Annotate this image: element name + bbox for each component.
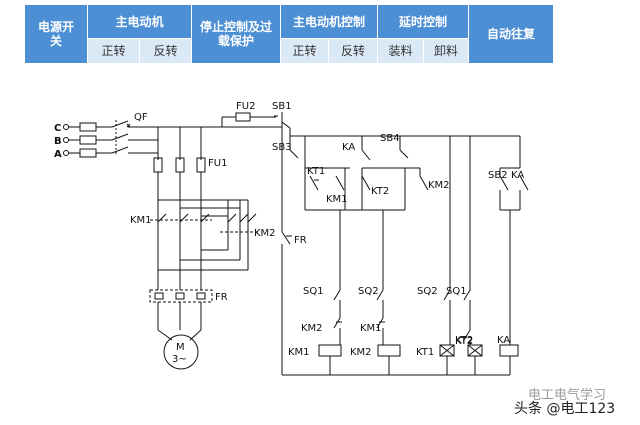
- km1-int-label: KM1: [360, 323, 382, 334]
- sb2-button: [499, 175, 509, 191]
- kt2-label: KT2: [371, 186, 389, 197]
- header-main-motor-control: 主电动机控制: [281, 5, 377, 38]
- header-forward: 正转: [88, 39, 139, 63]
- fr-label: FR: [294, 235, 307, 246]
- watermark-line2: 头条 @电工123: [514, 401, 616, 417]
- forward-label: 正转: [101, 44, 126, 58]
- input-fuse-b: [79, 135, 97, 145]
- sq1-b-label: SQ1: [446, 286, 467, 297]
- sb1-stop-button: [274, 112, 291, 129]
- header-auto-reciprocate: 自动往复: [469, 5, 553, 63]
- header-delay-control: 延时控制: [378, 5, 468, 38]
- header-unloading: 卸料: [424, 39, 468, 63]
- km2-main-contacts: [158, 200, 258, 271]
- kt2-coil-label: KT2: [455, 335, 473, 346]
- motor-m: [163, 334, 199, 370]
- header-reverse: 反转: [140, 39, 191, 63]
- motor-phase-label: 3~: [172, 354, 187, 365]
- kt1-contact: [309, 175, 319, 191]
- km2-coil: [377, 344, 401, 357]
- terminal-a: [63, 150, 69, 156]
- sb3-label: SB3: [272, 142, 292, 153]
- header-power-switch: 电源开关: [25, 5, 87, 63]
- sq2-b-contact: [443, 289, 451, 301]
- phase-c-label: C: [54, 123, 61, 134]
- km1-coil: [318, 344, 342, 357]
- reverse-label: 反转: [153, 44, 178, 58]
- stop-protect-label: 停止控制及过载保护: [200, 20, 273, 48]
- unloading-label: 卸料: [433, 44, 458, 58]
- km2-aux-contact: [419, 175, 429, 191]
- power-input: C B A QF: [54, 112, 282, 160]
- sq2-a-contact: [376, 289, 384, 301]
- km2-interlock: [333, 317, 342, 329]
- loading-label: 装料: [388, 44, 413, 58]
- sq1-a-label: SQ1: [303, 286, 324, 297]
- phase-a-label: A: [54, 149, 62, 160]
- main-motor-control-label: 主电动机控制: [292, 14, 365, 29]
- kt1-label: KT1: [307, 166, 325, 177]
- watermark-line1: 电工电气学习: [528, 388, 607, 403]
- phase-b-label: B: [54, 136, 62, 147]
- km2-main-label: KM2: [254, 228, 276, 239]
- ctrl-forward-label: 正转: [292, 44, 317, 58]
- input-fuse-a: [79, 148, 97, 158]
- auto-reciprocate-label: 自动往复: [487, 27, 536, 41]
- kt1-coil-label: KT1: [416, 347, 434, 358]
- fr-nc-contact: [281, 231, 292, 245]
- fu2-fuse: [235, 112, 251, 122]
- header-ctrl-forward: 正转: [281, 39, 328, 63]
- header-loading: 装料: [378, 39, 423, 63]
- terminal-b: [63, 137, 69, 143]
- fu2-label: FU2: [236, 101, 255, 112]
- ka-label: KA: [342, 142, 355, 153]
- main-motor-label: 主电动机: [115, 14, 164, 29]
- input-fuse-c: [79, 122, 97, 132]
- kt2-cont-label: KT2: [455, 336, 473, 347]
- km1-main-contacts: [150, 213, 212, 223]
- ka-self-contact: [519, 175, 529, 191]
- km1-coil-label: KM1: [288, 347, 310, 358]
- ka-contact: [361, 136, 371, 161]
- sb4-label: SB4: [380, 133, 400, 144]
- terminal-c: [63, 124, 69, 130]
- sb3-button: [289, 136, 299, 159]
- sb2-label: SB2: [488, 170, 508, 181]
- qf-breaker: [111, 120, 140, 155]
- motor-label: M: [176, 342, 185, 353]
- delay-control-label: 延时控制: [398, 14, 447, 29]
- header-stop-protect: 停止控制及过载保护: [192, 5, 280, 63]
- sb4-button: [399, 136, 409, 159]
- kt2-contact: [361, 175, 371, 191]
- sq1-a-contact: [333, 289, 341, 301]
- sq2-a-label: SQ2: [358, 286, 379, 297]
- sb1-label: SB1: [272, 101, 292, 112]
- power-switch-label: 电源开关: [38, 20, 75, 48]
- fr-relay-label: FR: [215, 292, 228, 303]
- fu1-fuses: [153, 157, 206, 173]
- km2-int-label: KM2: [301, 323, 323, 334]
- sq1-b-contact: [463, 289, 471, 301]
- fu1-label: FU1: [208, 158, 227, 169]
- km1-main-label: KM1: [130, 215, 152, 226]
- km1-aux-contact: [335, 175, 345, 191]
- ctrl-reverse-label: 反转: [340, 44, 365, 58]
- ka-coil: [499, 344, 519, 357]
- header-ctrl-reverse: 反转: [329, 39, 377, 63]
- sq2-b-label: SQ2: [417, 286, 438, 297]
- kt2-nc-contact: [463, 329, 471, 341]
- header-main-motor: 主电动机: [88, 5, 191, 38]
- fr-thermal-relay: [149, 289, 213, 303]
- ka-self-label: KA: [511, 170, 524, 181]
- km1-interlock: [376, 317, 385, 329]
- ka-coil-label: KA: [497, 335, 510, 346]
- qf-label: QF: [134, 112, 148, 123]
- km1-aux-label: KM1: [326, 194, 348, 205]
- km2-coil-label: KM2: [350, 347, 372, 358]
- km2-aux-label: KM2: [428, 180, 450, 191]
